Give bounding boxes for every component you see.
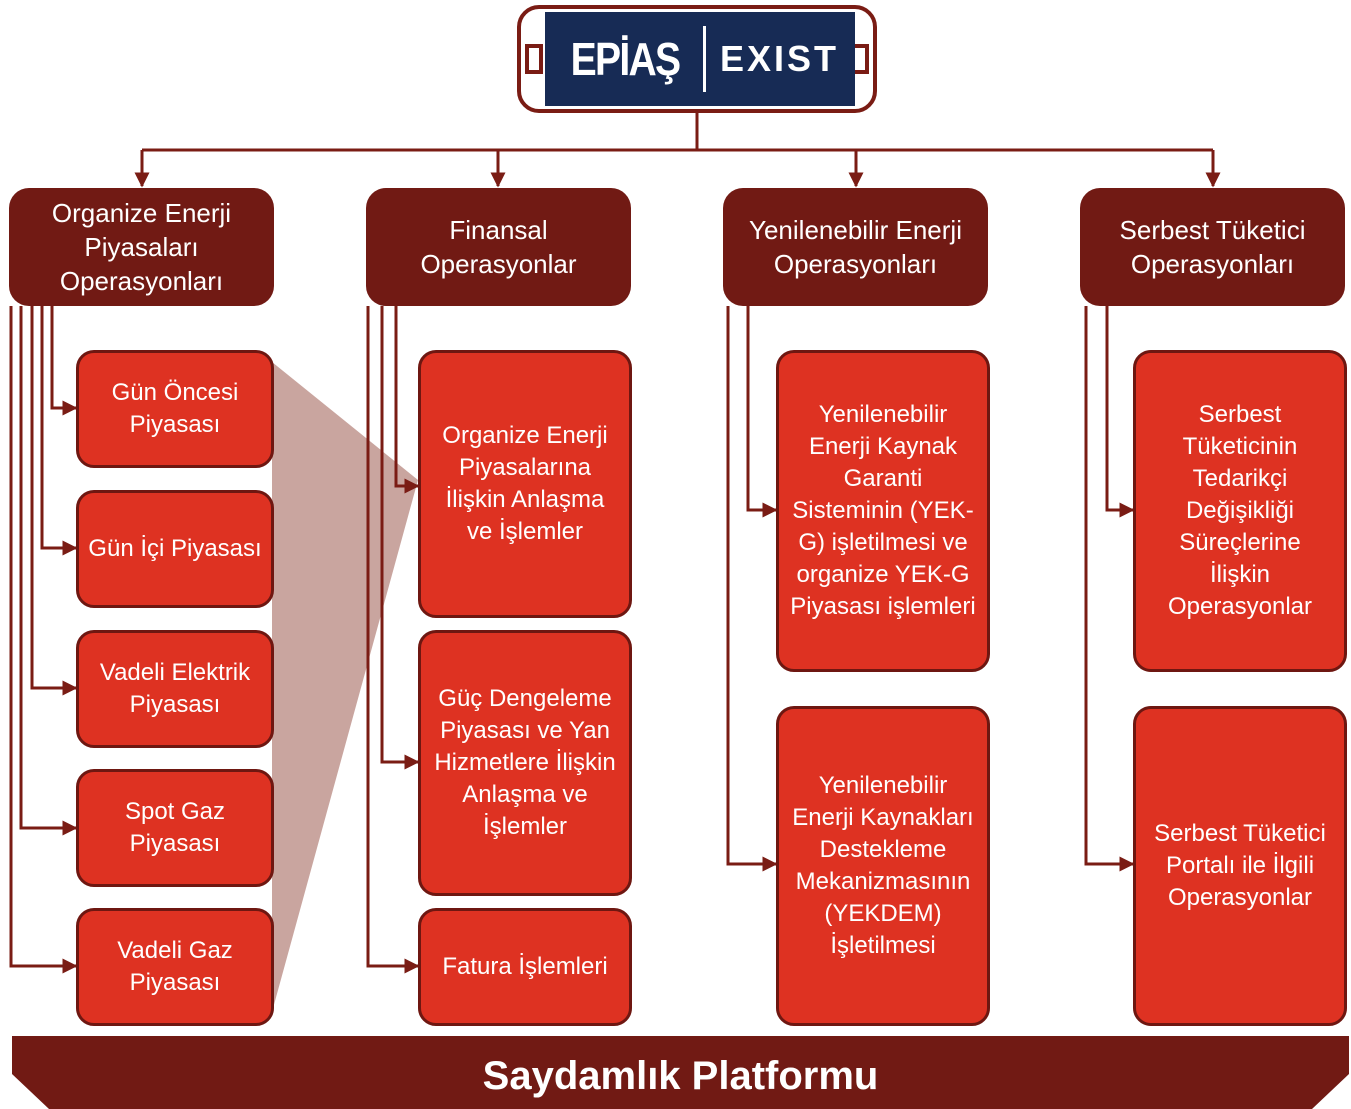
platform-label: Saydamlık Platformu — [482, 1054, 879, 1098]
item-spot-gaz: Spot Gaz Piyasası — [76, 769, 274, 887]
item-gun-ici: Gün İçi Piyasası — [76, 490, 274, 608]
item-fatura: Fatura İşlemleri — [418, 908, 632, 1026]
category-serbest: Serbest Tüketici Operasyonları — [1080, 188, 1345, 306]
item-vadeli-elektrik: Vadeli Elektrik Piyasası — [76, 630, 274, 748]
epias-logo: EPİAŞ EXIST — [545, 12, 855, 106]
item-organize-anlasma: Organize Enerji Piyasalarına İlişkin Anl… — [418, 350, 632, 618]
item-gun-oncesi: Gün Öncesi Piyasası — [76, 350, 274, 468]
logo-divider — [703, 26, 706, 92]
category-organize: Organize Enerji Piyasaları Operasyonları — [9, 188, 274, 306]
platform-bar — [12, 1036, 1349, 1109]
item-vadeli-gaz: Vadeli Gaz Piyasası — [76, 908, 274, 1026]
item-guc-dengeleme: Güç Dengeleme Piyasası ve Yan Hizmetlere… — [418, 630, 632, 896]
category-yenilenebilir: Yenilenebilir Enerji Operasyonları — [723, 188, 988, 306]
logo-tab-left — [525, 44, 543, 74]
item-tedarikci-degisikligi: Serbest Tüketicinin Tedarikçi Değişikliğ… — [1133, 350, 1347, 672]
item-yekdem: Yenilenebilir Enerji Kaynakları Destekle… — [776, 706, 990, 1026]
item-serbest-portal: Serbest Tüketici Portalı ile İlgili Oper… — [1133, 706, 1347, 1026]
category-finansal: Finansal Operasyonlar — [366, 188, 631, 306]
item-yek-g: Yenilenebilir Enerji Kaynak Garanti Sist… — [776, 350, 990, 672]
logo-main-text: EPİAŞ — [570, 33, 682, 85]
logo-sub-text: EXIST — [720, 38, 840, 79]
